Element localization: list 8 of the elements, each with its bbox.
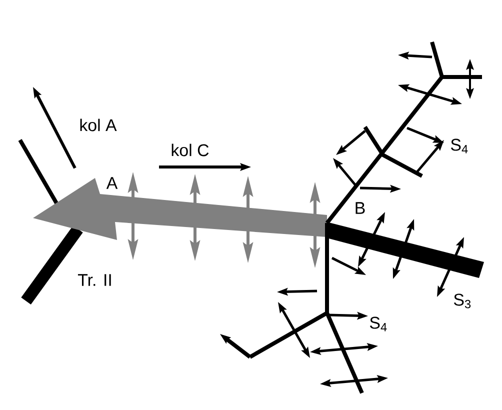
label: S$_{4}$ [450, 138, 468, 154]
label: B [356, 202, 365, 214]
label: S$_{4}$ [370, 316, 387, 332]
label: A [106, 177, 118, 189]
label: Tr. II [78, 274, 111, 286]
label: S$_{3}$ [454, 294, 471, 308]
label: kol C [172, 144, 209, 156]
label: kol A [80, 118, 117, 132]
